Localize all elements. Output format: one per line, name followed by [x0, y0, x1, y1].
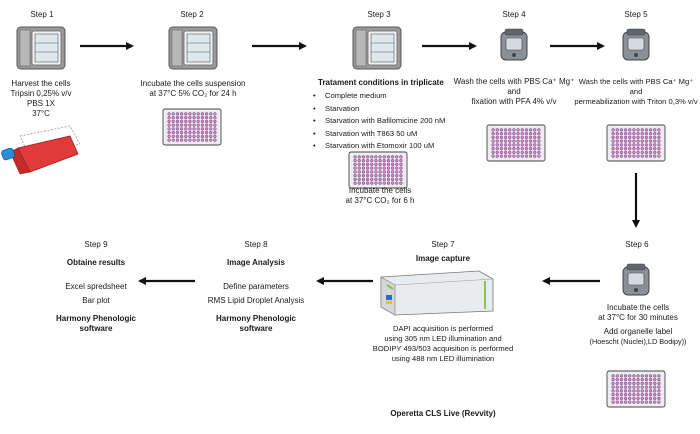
centrifuge-icon: [622, 28, 650, 61]
step-3-label: Step 3: [367, 10, 391, 19]
list-item: Starvation with Bafilomicine 200 nM: [313, 115, 445, 128]
list-item: Starvation: [313, 103, 445, 116]
well-plate-icon: [606, 124, 666, 162]
step-8-software: Harmony Phenologic software: [215, 314, 296, 333]
well-plate-icon: [162, 108, 222, 146]
list-item: Complete medium: [313, 90, 445, 103]
step-9-software: Harmony Phenologic software: [55, 314, 136, 333]
step-8-label: Step 8: [244, 240, 268, 249]
well-plate-icon: [606, 370, 666, 408]
centrifuge-icon: [622, 263, 650, 296]
step-4-text: Wash the cells with PBS Ca⁺ Mg⁺ and fixa…: [453, 77, 575, 106]
step-2-text: Incubate the cells suspension at 37°C 5%…: [140, 79, 246, 98]
treatment-list: Complete medium Starvation Starvation wi…: [313, 90, 445, 153]
list-item: Starvation with Etomoxir 100 uM: [313, 140, 445, 153]
step-8-title: Image Analysis: [227, 258, 285, 267]
imaging-system-icon: [380, 270, 494, 316]
list-item: Starvation with T863 50 uM: [313, 128, 445, 141]
step-8-text: Define parameters RMS Lipid Droplet Anal…: [207, 282, 305, 305]
step-4-label: Step 4: [502, 10, 526, 19]
step-5-text: Wash the cells with PBS Ca⁺ Mg⁺ and perm…: [574, 77, 698, 106]
step-7-label: Step 7: [431, 240, 455, 249]
step-6-text: Incubate the cells at 37°C for 30 minute…: [589, 303, 687, 346]
step-2-label: Step 2: [180, 10, 204, 19]
step-7-title: Image capture: [415, 254, 471, 263]
step-9-label: Step 9: [84, 240, 108, 249]
step-3-title: Tratament conditions in triplicate: [318, 78, 444, 87]
step-9-text: Excel spredsheet Bar plot: [65, 282, 127, 305]
step-3-incubate: Incubate the cells at 37°C CO₂ for 6 h: [345, 186, 415, 205]
step-7-text: DAPI acquisition is performed using 305 …: [372, 324, 514, 363]
step-5-label: Step 5: [624, 10, 648, 19]
well-plate-icon: [348, 151, 408, 189]
incubator-icon: [352, 26, 402, 70]
centrifuge-icon: [500, 28, 528, 61]
step-1-label: Step 1: [30, 10, 54, 19]
flask-icon: [1, 125, 81, 175]
incubator-icon: [16, 26, 66, 70]
step-6-label: Step 6: [625, 240, 649, 249]
step-9-title: Obtaine results: [66, 258, 126, 267]
well-plate-icon: [486, 124, 546, 162]
step-1-text: Harvest the cells Tripsin 0,25% v/v PBS …: [10, 79, 72, 118]
step-7-instrument: Operetta CLS Live (Revvity): [390, 409, 496, 418]
incubator-icon: [168, 26, 218, 70]
